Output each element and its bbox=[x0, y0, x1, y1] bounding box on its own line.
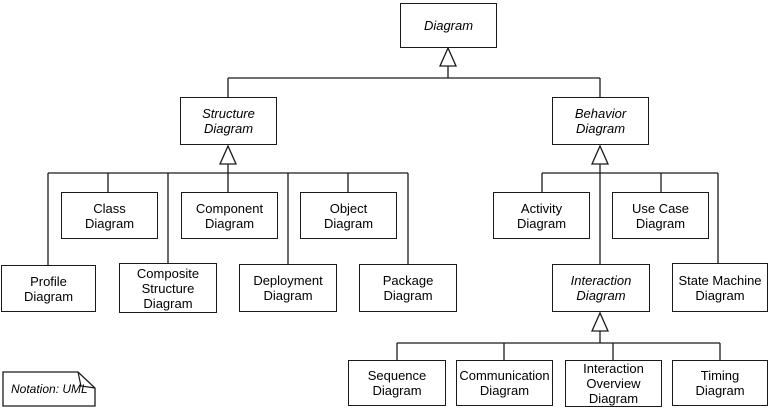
generalization-arrowhead-icon bbox=[218, 144, 238, 165]
node-structure-diagram: Structure Diagram bbox=[180, 97, 277, 145]
generalization-arrowhead-icon bbox=[438, 46, 458, 67]
node-interaction-diagram: Interaction Diagram bbox=[552, 264, 650, 312]
node-activity-diagram: Activity Diagram bbox=[493, 192, 590, 239]
notation-note: Notation: UML bbox=[11, 382, 88, 396]
generalization-edges bbox=[47, 66, 721, 360]
node-interaction-overview-diagram: Interaction Overview Diagram bbox=[565, 360, 662, 407]
node-package-diagram: Package Diagram bbox=[359, 264, 457, 312]
node-timing-diagram: Timing Diagram bbox=[672, 360, 768, 406]
node-deployment-diagram: Deployment Diagram bbox=[239, 264, 337, 312]
node-communication-diagram: Communication Diagram bbox=[456, 360, 553, 406]
generalization-arrowhead-icon bbox=[590, 144, 610, 165]
node-state-machine-diagram: State Machine Diagram bbox=[672, 263, 768, 312]
generalization-arrowhead-icon bbox=[590, 311, 610, 332]
node-component-diagram: Component Diagram bbox=[181, 192, 278, 239]
node-profile-diagram: Profile Diagram bbox=[1, 265, 96, 312]
node-behavior-diagram: Behavior Diagram bbox=[552, 97, 649, 145]
node-diagram: Diagram bbox=[400, 3, 497, 48]
note-shape-icon bbox=[2, 371, 96, 407]
node-class-diagram: Class Diagram bbox=[61, 192, 158, 239]
node-object-diagram: Object Diagram bbox=[300, 192, 397, 239]
node-composite-structure-diagram: Composite Structure Diagram bbox=[119, 263, 217, 313]
node-sequence-diagram: Sequence Diagram bbox=[348, 360, 446, 406]
node-use-case-diagram: Use Case Diagram bbox=[612, 192, 709, 239]
